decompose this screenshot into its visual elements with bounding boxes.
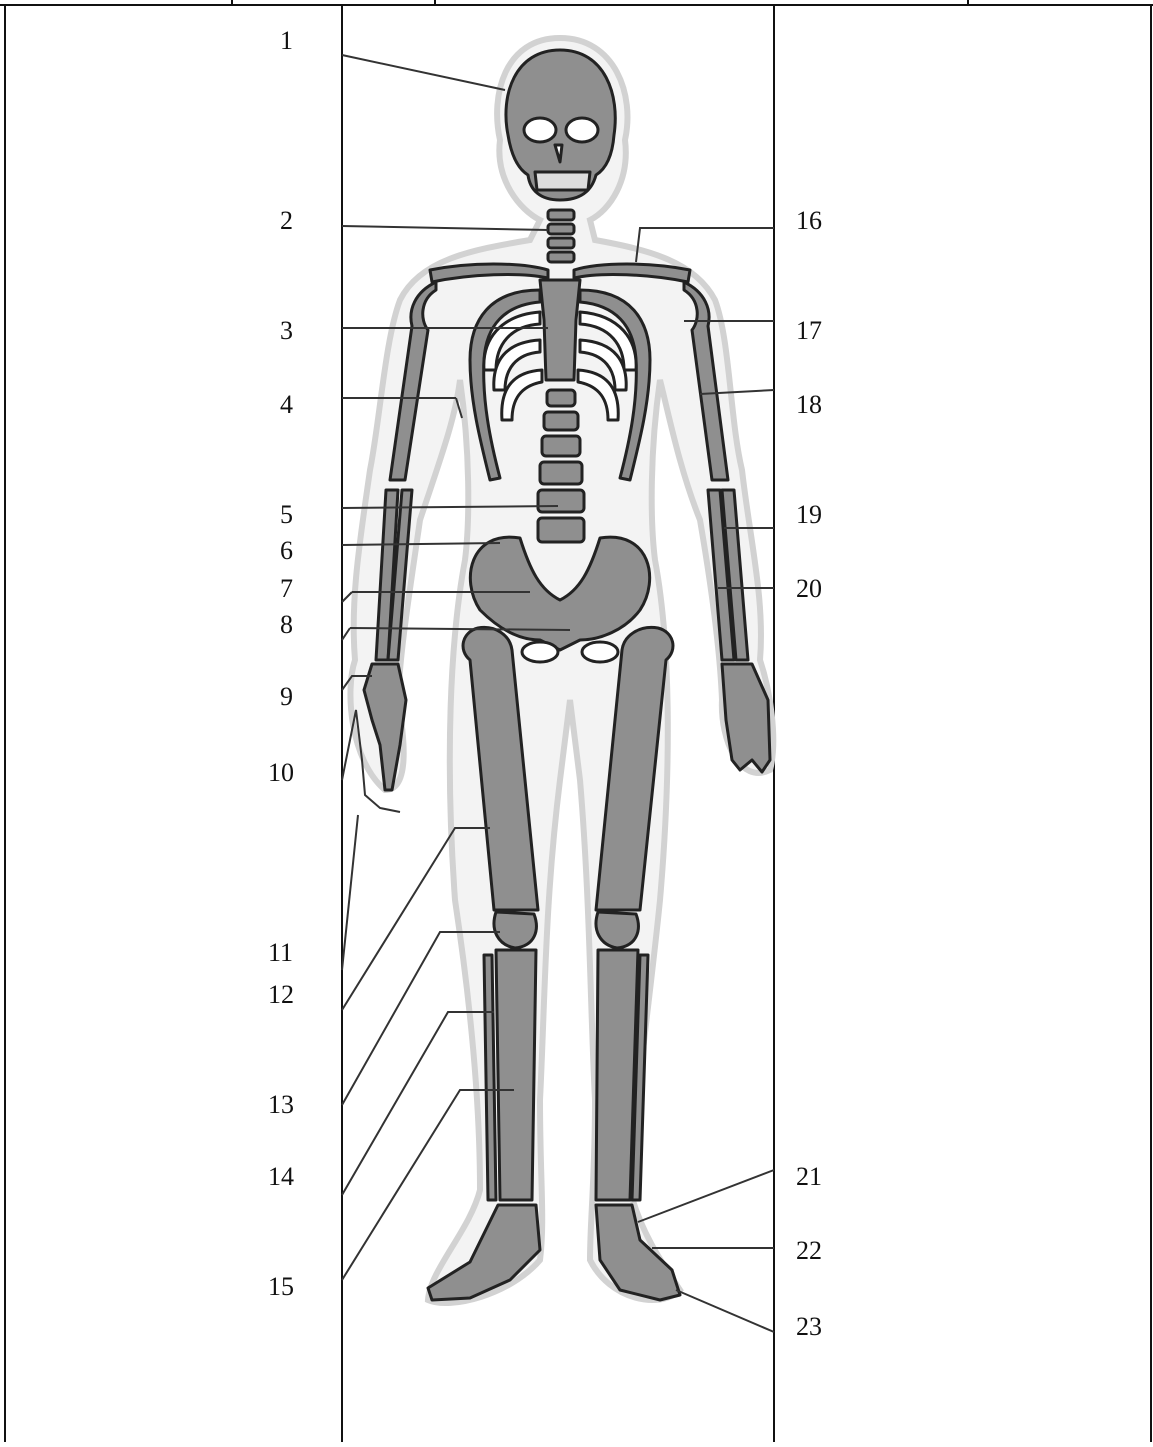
label-22: 22 xyxy=(796,1238,822,1264)
label-2: 2 xyxy=(280,208,293,234)
label-9: 9 xyxy=(280,684,293,710)
label-7: 7 xyxy=(280,576,293,602)
label-8: 8 xyxy=(280,612,293,638)
label-15: 15 xyxy=(268,1274,294,1300)
label-19: 19 xyxy=(796,502,822,528)
label-18: 18 xyxy=(796,392,822,418)
label-21: 21 xyxy=(796,1164,822,1190)
label-14: 14 xyxy=(268,1164,294,1190)
label-20: 20 xyxy=(796,576,822,602)
label-11: 11 xyxy=(268,940,293,966)
label-6: 6 xyxy=(280,538,293,564)
label-16: 16 xyxy=(796,208,822,234)
label-12: 12 xyxy=(268,982,294,1008)
label-23: 23 xyxy=(796,1314,822,1340)
label-10: 10 xyxy=(268,760,294,786)
label-13: 13 xyxy=(268,1092,294,1118)
label-1: 1 xyxy=(280,28,293,54)
label-3: 3 xyxy=(280,318,293,344)
label-17: 17 xyxy=(796,318,822,344)
label-5: 5 xyxy=(280,502,293,528)
label-4: 4 xyxy=(280,392,293,418)
